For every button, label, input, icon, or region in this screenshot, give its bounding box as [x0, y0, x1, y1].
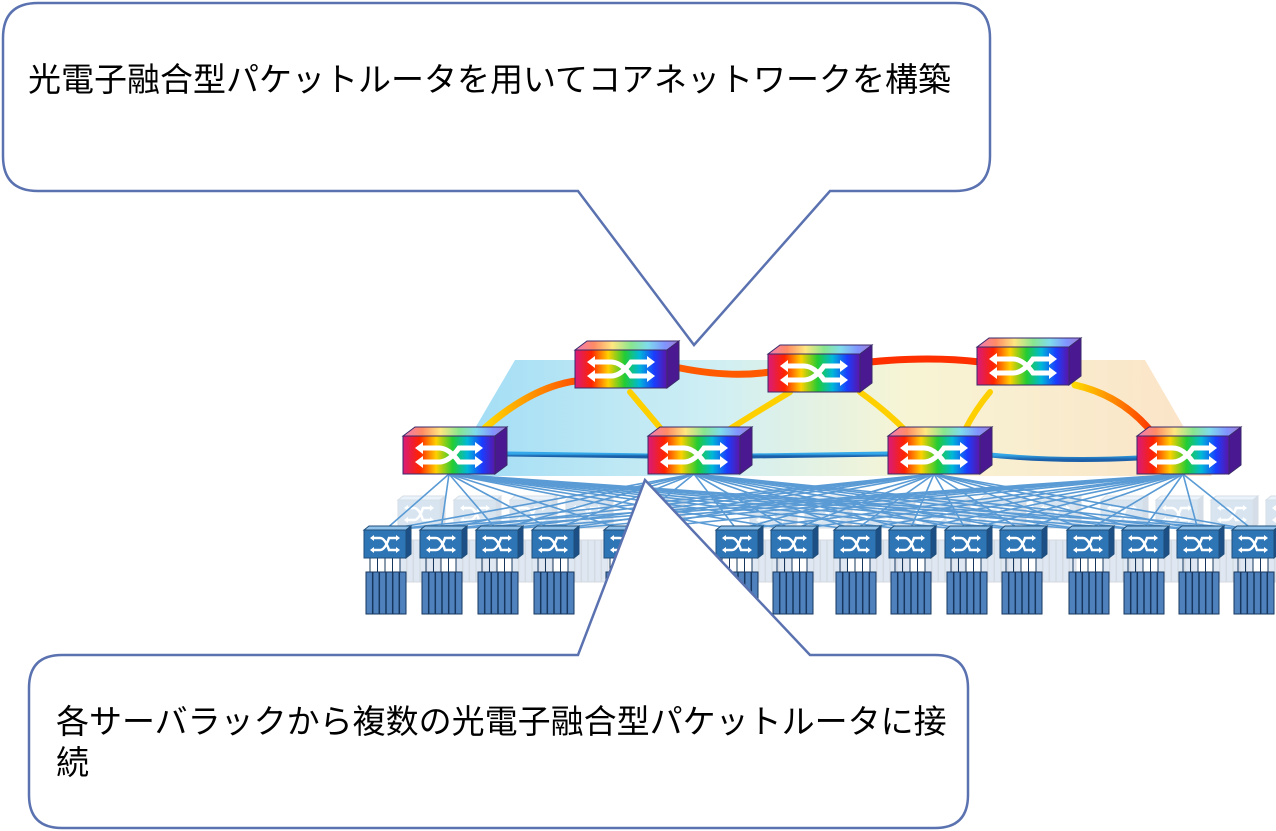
server-rack-unit — [418, 524, 469, 615]
optical-packet-router-icon — [648, 427, 752, 474]
optical-packet-router-icon — [768, 345, 872, 392]
optical-packet-router-icon — [977, 338, 1081, 385]
optical-packet-router-icon — [575, 341, 679, 388]
access-link — [448, 473, 738, 531]
access-link — [448, 473, 967, 531]
access-link — [693, 473, 738, 531]
access-link — [1020, 473, 1184, 531]
server-rack-unit — [943, 524, 994, 615]
access-link — [736, 473, 1184, 531]
access-link — [448, 473, 498, 531]
server-rack-icon — [1233, 571, 1275, 615]
access-link — [448, 473, 793, 531]
access-link — [1142, 473, 1184, 531]
access-link — [448, 473, 626, 531]
rack-switch-icon — [943, 524, 994, 560]
server-rack-icon — [946, 571, 988, 615]
access-link — [440, 473, 935, 531]
access-link — [693, 473, 1254, 531]
rack-callout-text: 各サーバラックから複数の光電子融合型パケットルータに接続 — [56, 702, 947, 782]
core-link — [747, 451, 891, 459]
access-link — [448, 473, 1254, 531]
core-link — [627, 389, 665, 433]
access-link — [965, 473, 1184, 531]
server-rack-unit — [1065, 524, 1116, 615]
core-link — [987, 452, 1141, 462]
optical-packet-router-icon — [888, 427, 992, 474]
server-racks — [362, 524, 1276, 615]
access-link — [1182, 473, 1254, 531]
rack-switch-icon — [362, 524, 413, 560]
rack-callout-bubble — [27, 477, 970, 830]
core-network-plane — [447, 360, 1212, 476]
access-link — [440, 473, 695, 531]
core-link — [1071, 381, 1154, 434]
server-rack-unit — [769, 524, 820, 615]
rack-switch-icon — [1230, 524, 1276, 560]
rack-switch-icon — [998, 524, 1049, 560]
rack-switch-icon — [1175, 524, 1226, 560]
rack-switch-icon — [714, 524, 765, 560]
server-rack-icon — [1178, 571, 1220, 615]
rack-switch-icon — [530, 524, 581, 560]
server-rack-icon — [533, 571, 575, 615]
server-rack-unit — [1175, 524, 1226, 615]
access-link — [448, 473, 554, 531]
core-link — [502, 451, 653, 459]
access-links — [384, 473, 1254, 531]
server-rack-unit — [998, 524, 1049, 615]
server-rack-icon — [835, 571, 877, 615]
rack-switch-icon — [1120, 524, 1171, 560]
rack-switch-icon — [887, 524, 938, 560]
server-rack-icon — [421, 571, 463, 615]
access-link — [791, 473, 935, 531]
access-link — [909, 473, 1184, 531]
access-link — [933, 473, 1254, 531]
core-link — [676, 364, 774, 378]
core-links — [481, 355, 1154, 462]
server-rack-icon — [1001, 571, 1043, 615]
rack-switch-icon — [474, 524, 525, 560]
access-link — [791, 473, 1184, 531]
rack-switch-icon — [1264, 494, 1276, 530]
access-link — [1087, 473, 1184, 531]
server-rack-icon — [1068, 571, 1110, 615]
rack-switch-icon — [418, 524, 469, 560]
server-rack-unit — [887, 524, 938, 615]
access-link — [624, 473, 1184, 531]
optical-packet-router-icon — [1137, 427, 1241, 474]
rack-switch-icon — [832, 524, 883, 560]
rack-switch-icon — [1065, 524, 1116, 560]
rack-switch-icon — [769, 524, 820, 560]
access-link — [448, 473, 911, 531]
server-rack-unit — [530, 524, 581, 615]
core-callout-text: 光電子融合型パケットルータを用いてコアネットワークを構築 — [28, 60, 952, 99]
server-rack-unit — [832, 524, 883, 615]
access-link — [736, 473, 935, 531]
core-link — [866, 355, 984, 366]
access-link — [384, 473, 450, 531]
server-rack-icon — [772, 571, 814, 615]
server-rack-unit — [474, 524, 525, 615]
server-rack-icon — [890, 571, 932, 615]
optical-packet-router-icon — [403, 427, 507, 474]
server-rack-icon — [477, 571, 519, 615]
server-rack-icon — [1123, 571, 1165, 615]
access-link — [854, 473, 1184, 531]
server-rack-unit — [362, 524, 413, 615]
access-link — [440, 473, 450, 531]
core-callout-bubble — [1, 1, 992, 347]
access-link — [448, 473, 1022, 531]
server-rack-unit — [1120, 524, 1171, 615]
server-rack-icon — [365, 571, 407, 615]
server-rack-unit — [1230, 524, 1276, 615]
